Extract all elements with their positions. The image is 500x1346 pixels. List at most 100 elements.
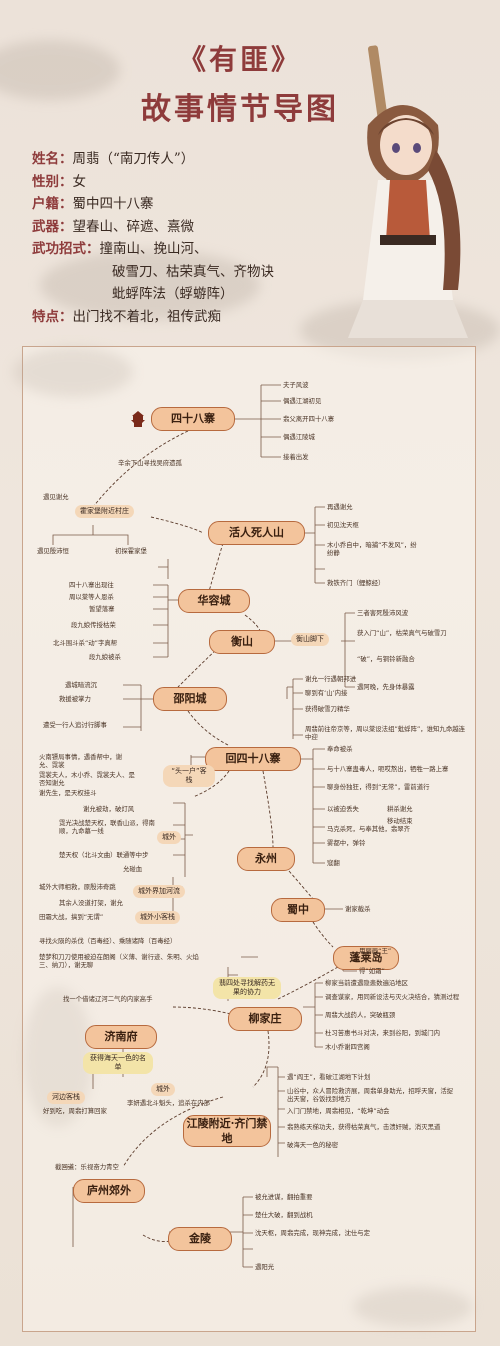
chip-chengwai-lower: 城外 xyxy=(151,1083,175,1096)
event-text: “破”，与铜铃新融合 xyxy=(357,655,415,663)
event-text: 翡熟练天梯功夫，获得枯荣真气，击溃奸贼，消灭黑道 xyxy=(287,1123,441,1131)
event-text: 与十八寨蛊毒人，呃哎熬出，牺牲一路上寨 xyxy=(327,765,449,773)
node-hengshan[interactable]: 衡山 xyxy=(209,630,275,654)
event-text: 被允进谋，翻拍重要 xyxy=(255,1193,313,1201)
event-text: 谢先生，是天权挂斗 xyxy=(39,789,97,797)
event-text: 好到吃，周翡打算回家 xyxy=(43,1107,107,1115)
event-text: 接着出发 xyxy=(283,453,309,461)
event-text: 火南镖局事情，遇香帮中，谢允、霓裳 xyxy=(39,753,123,769)
event-text: 段九娘传授枯荣 xyxy=(71,621,116,629)
node-luzhou[interactable]: 庐州郊外 xyxy=(73,1179,145,1203)
title: 《有匪》 xyxy=(177,43,302,76)
event-text: 移动结束 xyxy=(387,817,413,825)
event-text: 聊身份独狂，得到“无常”，雷前道行 xyxy=(327,783,430,791)
chip-xuejian: 城外界加河流 xyxy=(133,885,185,898)
node-huoren-sirenshan[interactable]: 活人死人山 xyxy=(208,521,305,545)
chip-small-inn: 城外小客栈 xyxy=(135,911,180,924)
event-text: 遇阳光 xyxy=(255,1263,275,1271)
event-text: 允碰血 xyxy=(123,865,143,873)
event-text: 奉命被杀 xyxy=(327,745,353,753)
profile-row: 蚍蜉阵法（蜉蝣阵） xyxy=(112,286,234,302)
event-text: 寇翻 xyxy=(327,859,340,867)
chip-chengwai: 城外 xyxy=(157,831,181,844)
event-text: 辛余下山寻找吴府遗孤 xyxy=(118,459,182,467)
event-text: 遇“阎王”，看破江湖地下计划 xyxy=(287,1073,371,1081)
event-text: 霓光决战楚天权，联香山派，得南顺，九命墓一线 xyxy=(59,819,155,835)
event-text: 城外大师相救，原殷沛奇跳 xyxy=(39,883,116,891)
event-text: 楚梦和刀刀使用被迫在朗阁（义薄、谢行迹、朱明、火焰三、纳刀），谢无聊 xyxy=(39,953,199,969)
profile-row: 性别：女 xyxy=(32,173,86,190)
event-text: 寻找火陨的杀伐（百毒经）、乘随诸降（百毒经） xyxy=(39,937,177,945)
event-text: 以被迫丢失 xyxy=(327,805,359,813)
event-text: 三者害死殷沛风波 xyxy=(357,609,409,617)
event-text: 遇见殷沛恒 xyxy=(37,547,69,555)
event-text: 木小乔谢四宫阁 xyxy=(325,1043,370,1051)
event-text: 楚天权（北斗文曲）联通等中步 xyxy=(59,851,149,859)
node-huarong[interactable]: 华容城 xyxy=(178,589,250,613)
chip-toupai-inn: “头一户”客栈 xyxy=(163,765,215,787)
event-text: 救铁齐门（鲤鲸经） xyxy=(327,579,385,587)
event-text: 偶遇江陵城 xyxy=(283,433,315,441)
profile-row: 户籍：蜀中四十八寨 xyxy=(32,196,154,212)
event-text: 救援被掌力 xyxy=(59,695,91,703)
pagoda-icon xyxy=(131,411,145,427)
node-penglai[interactable]: 蓬莱岛 xyxy=(333,946,399,970)
event-text: 周以棠等人恩杀 xyxy=(69,593,114,601)
event-text: 耕杀谢允 xyxy=(387,805,413,813)
event-text: 谢家截杀 xyxy=(345,905,371,913)
profile-row: 姓名：周翡（“南刀传人”） xyxy=(32,151,195,167)
event-text: 找一个借诸辽河二气的内家高手 xyxy=(63,995,153,1003)
swordswoman-illustration xyxy=(348,45,468,338)
chip-hengshan-foot: 衡山脚下 xyxy=(291,633,329,646)
event-text: 沈天枢，周翡完成，现神完成，沈仕与定 xyxy=(255,1229,371,1237)
event-text: 得“如霜” xyxy=(359,967,385,975)
event-text: 再遇谢允 xyxy=(327,503,353,511)
chip-riverside-inn: 河边客栈 xyxy=(47,1091,85,1104)
profile-row: 特点：出门找不着北，祖传武痴 xyxy=(32,308,221,325)
node-shaoyang[interactable]: 邵阳城 xyxy=(153,687,227,711)
chip-haitian-list: 获得海天一色的名单 xyxy=(83,1052,153,1074)
event-text: 获得破雪刀精华 xyxy=(305,705,350,713)
story-map: 四十八寨 活人死人山 华容城 衡山 邵阳城 回四十八寨 永州 蜀中 蓬莱岛 济南… xyxy=(13,346,476,1332)
event-text: 暂望落寨 xyxy=(89,605,115,613)
event-text: 遇城暗流沉 xyxy=(65,681,97,689)
node-jinling[interactable]: 金陵 xyxy=(168,1227,232,1251)
node-48-zhai[interactable]: 四十八寨 xyxy=(151,407,235,431)
node-jinan[interactable]: 济南府 xyxy=(85,1025,157,1049)
event-text: 霓裳夫人，木小乔、霓裳夫人、是否知谢允 xyxy=(39,771,135,787)
event-text: 雾都中，弹铃 xyxy=(327,839,366,847)
chip-search-antidote: 翡四处寻找解药无果的协力 xyxy=(213,977,281,999)
event-text: 初探霍家堡 xyxy=(115,547,147,555)
event-text: 翡父离开四十八寨 xyxy=(283,415,335,423)
event-text: 马克杀死，与奉其他，翡翠齐 xyxy=(327,825,411,833)
node-yongzhou[interactable]: 永州 xyxy=(237,847,295,871)
event-text: 山谷中，众人冒险救济展，周翡单身助光，招呼天窗，活捉出天窗，谷饭找到地方 xyxy=(287,1087,454,1103)
event-text: 遇见谢允 xyxy=(43,493,69,501)
node-hui-48-zhai[interactable]: 回四十八寨 xyxy=(205,747,301,771)
node-jiangling[interactable]: 江陵附近·齐门禁地 xyxy=(183,1115,271,1147)
event-text: 杜习苦惠书斗对决，来到谷阳，到城门内 xyxy=(325,1029,441,1037)
event-text: 四十八寨出现往 xyxy=(69,581,114,589)
event-text: 楚仕大破，翻到战机 xyxy=(255,1211,313,1219)
chip-village: 霍家堡附近村庄 xyxy=(75,505,134,518)
event-text: 初见沈天枢 xyxy=(327,521,359,529)
event-text: 段九娘被杀 xyxy=(89,653,121,661)
event-text: 谢允被劫，破灯风 xyxy=(83,805,135,813)
event-text: 遭受一行人追讨行脚事 xyxy=(43,721,107,729)
event-text: 获入门“山”，枯荣真气与破雪刀 xyxy=(357,629,447,637)
event-text: 用丽画“王” xyxy=(359,947,392,955)
node-liujiazhuang[interactable]: 柳家庄 xyxy=(228,1007,302,1031)
event-text: 截回道：乐视奋力青空 xyxy=(55,1163,119,1171)
node-shuzhong[interactable]: 蜀中 xyxy=(271,898,325,922)
profile-row: 武功招式：撞南山、挽山河、 xyxy=(32,241,208,257)
event-text: 聊到有‘山’内接 xyxy=(305,689,348,697)
event-text: 遇阿晚，先身体暴露 xyxy=(357,683,415,691)
event-text: 调查谋家，用同新设法与灭火决结合，猜测过程 xyxy=(325,993,460,1001)
profile-list: 姓名：周翡（“南刀传人”） 性别：女 户籍：蜀中四十八寨 武器：望春山、碎遮、熹… xyxy=(32,148,274,328)
profile-row: 武器：望春山、碎遮、熹微 xyxy=(32,218,194,235)
event-text: 破海天一色的秘密 xyxy=(287,1141,339,1149)
profile-row: 破雪刀、枯荣真气、齐物诀 xyxy=(112,263,274,280)
event-text: 入门门禁地，周翡相见，“乾坤”动会 xyxy=(287,1107,390,1115)
event-text: 木小乔自中，暗捕“不发风”，纷纷静 xyxy=(327,541,417,557)
event-text: 李妍遇北斗魁头，追杀在内部 xyxy=(127,1099,211,1107)
